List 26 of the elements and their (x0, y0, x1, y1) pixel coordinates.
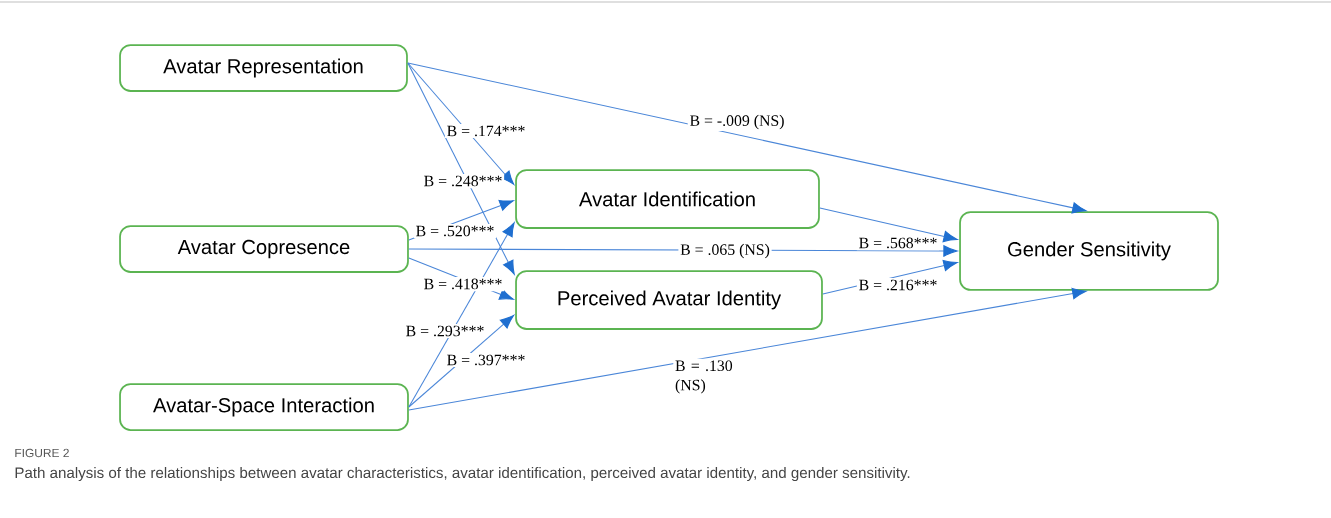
coefficient-label: B = .568*** (856, 235, 940, 251)
coefficient-label: B = .293*** (403, 323, 487, 339)
coefficient-label: B = .397*** (444, 352, 528, 368)
coefficient-label: B = .216*** (856, 277, 940, 293)
coefficient-label: B = .248*** (421, 173, 505, 189)
coefficient-label: B = .174*** (444, 123, 528, 139)
path-arrow (819, 207, 958, 243)
coefficient-label: B = -.009 (NS) (687, 113, 787, 131)
coefficient-label: B = .065 (NS) (678, 242, 772, 260)
path-arrow (408, 222, 515, 408)
path-arrow (408, 287, 1087, 411)
path-arrow (407, 62, 515, 185)
coefficient-label: B = .130 (NS) (673, 358, 739, 396)
variable-box: Gender Sensitivity (959, 211, 1219, 291)
variable-box: Perceived Avatar Identity (515, 270, 823, 330)
path-arrow (407, 62, 515, 275)
figure-number: FIGURE 2 (15, 448, 69, 458)
coefficient-label: B = .418*** (421, 276, 505, 292)
coefficient-label: B = .520*** (413, 223, 497, 239)
variable-box: Avatar Representation (119, 44, 408, 92)
figure-caption: Path analysis of the relationships between avatar characteristics, avatar identification, perceived avatar identity, and gender sensitivity. (15, 466, 910, 482)
variable-box: Avatar Identification (515, 169, 820, 229)
variable-box: Avatar Copresence (119, 225, 409, 273)
path-arrow (408, 314, 515, 408)
variable-box: Avatar-Space Interaction (119, 383, 409, 431)
path-arrow (407, 62, 1087, 214)
